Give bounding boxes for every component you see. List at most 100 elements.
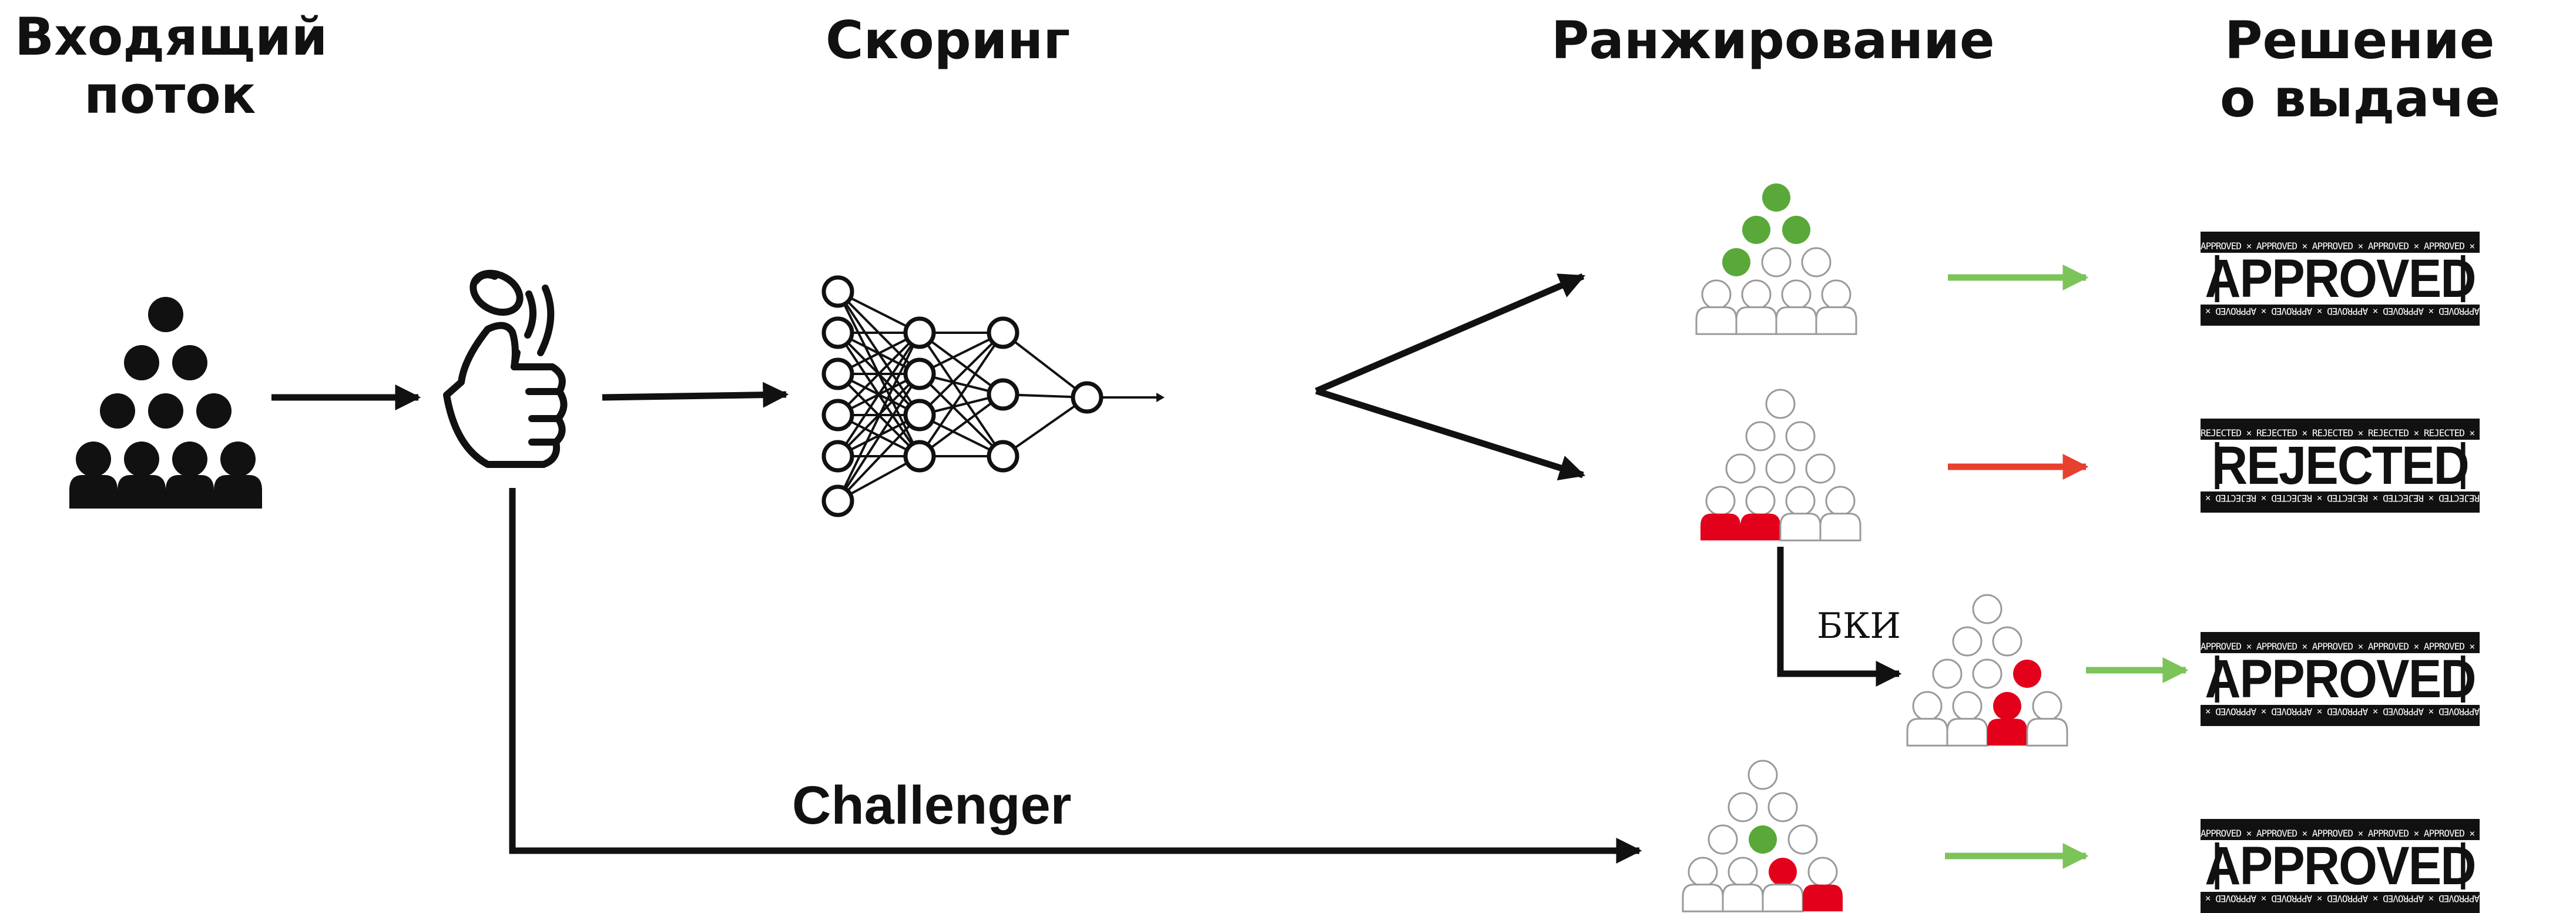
person-dot	[1742, 216, 1770, 244]
people-pyramid-icon	[1700, 389, 1861, 541]
person-dot	[1762, 183, 1790, 212]
person-dot	[1701, 279, 1732, 310]
person-figure	[1682, 884, 1724, 912]
rejected-stamp: REJECTED × REJECTED × REJECTED × REJECTE…	[2104, 419, 2576, 513]
person-figure	[166, 475, 214, 509]
stamp-word: REJECTED	[2212, 436, 2470, 496]
challenger-label: Challenger	[792, 775, 1072, 835]
person-dot	[1745, 486, 1776, 516]
person-dot	[1765, 389, 1796, 419]
person-dot	[76, 442, 111, 477]
arrow-to-rejected-group	[1315, 387, 1586, 481]
stamp-border-text: APPROVED × APPROVED × APPROVED × APPROVE…	[2201, 640, 2576, 653]
header-incoming-line-2: поток	[84, 64, 256, 125]
network-edge	[1002, 332, 1088, 399]
person-dot	[1912, 691, 1943, 721]
stamp-border-text: REJECTED × REJECTED × REJECTED × REJECTE…	[2201, 427, 2576, 440]
person-dot	[220, 442, 256, 477]
header-scoring: Скоринг	[826, 10, 1071, 71]
approved-stamp: APPROVED × APPROVED × APPROVED × APPROVE…	[2104, 819, 2576, 913]
person-dot	[1767, 792, 1798, 822]
arrow-bki-path	[1777, 547, 1902, 687]
diagram-canvas	[69, 183, 2189, 912]
network-node	[821, 316, 854, 349]
person-dot	[124, 345, 159, 380]
person-dot	[1725, 453, 1756, 484]
person-dot	[2013, 660, 2041, 688]
network-edge	[837, 414, 921, 502]
network-edge	[918, 332, 1004, 416]
person-dot	[1705, 486, 1736, 516]
person-dot	[1781, 279, 1812, 310]
person-dot	[1782, 216, 1810, 244]
stamp-border-text: APPROVED × APPROVED × APPROVED × APPROVE…	[2201, 827, 2576, 840]
person-figure	[1735, 306, 1777, 335]
header-decision-line-2: о выдаче	[2220, 68, 2500, 129]
network-node	[821, 275, 854, 308]
person-figure	[118, 475, 166, 509]
people-pyramid-icon	[69, 297, 262, 509]
person-figure	[2026, 718, 2068, 747]
network-node	[821, 484, 854, 517]
network-node	[821, 440, 854, 473]
person-dot	[1821, 279, 1852, 310]
person-dot	[1745, 421, 1776, 452]
person-figure	[1695, 306, 1738, 335]
person-dot	[1952, 626, 1983, 657]
network-node	[987, 316, 1019, 349]
person-figure	[214, 475, 262, 509]
network-node	[987, 378, 1019, 411]
person-dot	[172, 345, 207, 380]
person-figure	[1740, 513, 1780, 541]
person-dot	[172, 442, 207, 477]
person-dot	[1972, 658, 2003, 689]
network-node	[987, 440, 1019, 473]
person-dot	[1972, 594, 2003, 624]
people-pyramid-icon	[1906, 594, 2068, 747]
person-dot	[100, 393, 135, 429]
stamp-border-text: APPROVED × APPROVED × APPROVED × APPROVE…	[2201, 240, 2576, 253]
person-dot	[196, 393, 232, 429]
bki-label: БКИ	[1817, 606, 1901, 647]
person-dot	[148, 297, 183, 332]
header-incoming-line-1: Входящий	[15, 6, 328, 67]
person-dot	[1688, 857, 1718, 887]
header-decision: Решение о выдаче	[2220, 11, 2500, 129]
person-figure	[1946, 718, 1988, 747]
network-output-arrowhead	[1156, 393, 1165, 402]
person-dot	[1765, 453, 1796, 484]
person-dot	[1952, 691, 1983, 721]
person-figure	[1762, 884, 1804, 912]
person-figure	[1775, 306, 1817, 335]
person-figure	[1722, 884, 1764, 912]
network-node	[903, 440, 936, 473]
person-figure	[1987, 718, 2027, 746]
stamp-border-text: APPROVED × APPROVED × APPROVED × APPROVE…	[2104, 705, 2480, 718]
neural-network-icon	[821, 275, 1165, 517]
person-dot	[1785, 421, 1816, 452]
person-dot	[1932, 658, 1963, 689]
network-edge	[918, 373, 1004, 457]
person-dot	[1722, 248, 1750, 276]
person-dot	[124, 442, 159, 477]
network-edge	[918, 393, 1004, 457]
network-node	[821, 357, 854, 390]
stamp-border-text: APPROVED × APPROVED × APPROVED × APPROVE…	[2104, 305, 2480, 317]
network-edge	[837, 373, 921, 502]
person-figure	[1906, 718, 1948, 747]
person-dot	[1749, 825, 1777, 854]
person-dot	[1708, 824, 1738, 855]
person-dot	[1992, 626, 2022, 657]
network-node	[903, 357, 936, 390]
credit-decision-diagram: Входящий поток Скоринг Ранжирование Реше…	[15, 8, 2576, 913]
person-dot	[1785, 486, 1816, 516]
network-node	[821, 399, 854, 432]
arrow-to-approved-group	[1314, 273, 1586, 394]
stamp-border-text: REJECTED × REJECTED × REJECTED × REJECTE…	[2104, 491, 2480, 504]
person-dot	[2032, 691, 2062, 721]
person-figure	[1803, 884, 1843, 912]
person-dot	[1805, 453, 1836, 484]
approved-stamp: APPROVED × APPROVED × APPROVED × APPROVE…	[2104, 232, 2576, 326]
header-incoming-stream: Входящий поток	[15, 8, 327, 124]
person-dot	[1807, 857, 1838, 887]
